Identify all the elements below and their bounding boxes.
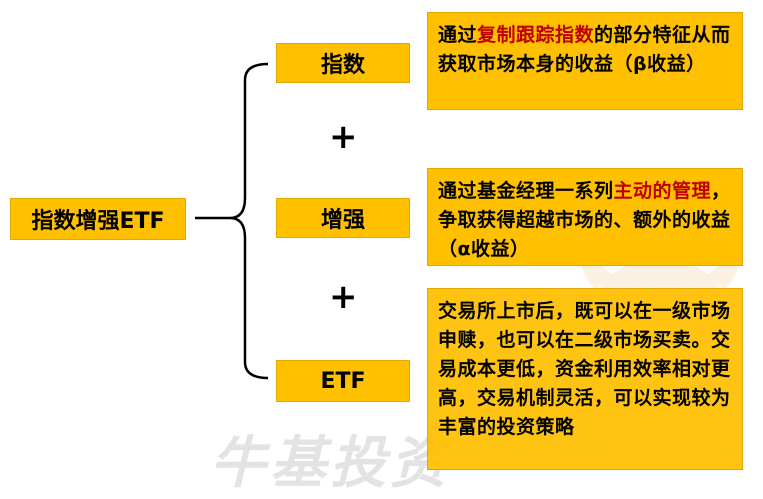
component-box-etf: ETF: [276, 360, 410, 402]
desc-highlight: 复制跟踪指数: [477, 24, 595, 46]
component-label-index: 指数: [320, 53, 365, 78]
brace-connector: [195, 62, 269, 380]
desc-text: 通过基金经理一系列: [438, 180, 614, 202]
plus-operator: +: [329, 277, 358, 317]
component-label-etf: ETF: [320, 368, 366, 394]
plus-operator: +: [329, 117, 358, 157]
component-box-enhance: 增强: [276, 198, 410, 238]
desc-text: ，争取获得超越市场的、额外的收益（α收益）: [438, 180, 731, 260]
main-etf-box: 指数增强ETF: [10, 198, 186, 240]
desc-text: 交易所上市后，既可以在一级市场申赎，也可以在二级市场买卖。交易成本更低，资金利用…: [438, 300, 731, 438]
component-label-enhance: 增强: [320, 208, 365, 233]
main-etf-label: 指数增强ETF: [31, 209, 165, 234]
desc-box-etf: 交易所上市后，既可以在一级市场申赎，也可以在二级市场买卖。交易成本更低，资金利用…: [427, 288, 743, 470]
desc-box-index: 通过复制跟踪指数的部分特征从而获取市场本身的收益（β收益）: [427, 12, 743, 110]
desc-highlight: 主动的管理: [613, 180, 712, 202]
desc-text: 的部分特征从而获取市场本身的收益（β收益）: [438, 24, 731, 75]
component-box-index: 指数: [276, 43, 410, 83]
desc-box-enhance: 通过基金经理一系列主动的管理，争取获得超越市场的、额外的收益（α收益）: [427, 168, 743, 266]
desc-text: 通过: [438, 24, 478, 46]
